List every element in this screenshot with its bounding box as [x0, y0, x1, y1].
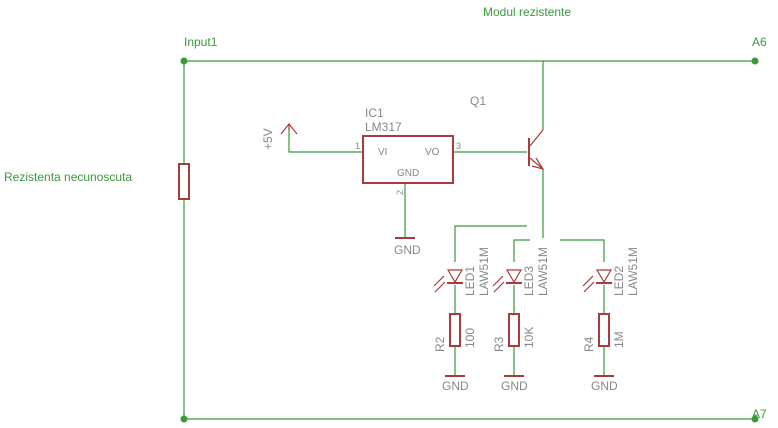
ic1-pin-vo: VO	[425, 147, 440, 158]
junction-left-bottom	[180, 415, 188, 423]
module-title: Modul rezistente	[483, 5, 571, 19]
led2-value: LAW51M	[626, 247, 640, 296]
junction-a6	[751, 57, 759, 65]
r2-name: R2	[433, 336, 447, 352]
ic1-pin1-num: 1	[355, 141, 360, 151]
led2-diode-icon	[595, 269, 613, 284]
ic1-pin3-num: 3	[456, 141, 461, 151]
led1-light-ray-icon	[433, 275, 445, 287]
led2: LED2 LAW51M	[582, 247, 640, 296]
led3-light-ray-icon	[492, 275, 504, 287]
r4-ground-label: GND	[591, 379, 618, 393]
ic1-value: LM317	[365, 120, 402, 134]
led2-wire	[560, 239, 605, 262]
led3-name: LED3	[522, 266, 536, 296]
led1-wire	[454, 225, 527, 262]
q1-transistor: Q1	[470, 94, 545, 170]
q1-emitter-arrow-icon	[531, 157, 545, 170]
junction-a7	[751, 415, 759, 423]
supply-label: +5V	[261, 128, 275, 150]
r3-value: 10K	[522, 327, 536, 348]
ic1-regulator: IC1 LM317 VI VO GND 1 3 2	[355, 106, 461, 195]
r4-value: 1M	[612, 331, 626, 348]
led2-name: LED2	[612, 266, 626, 296]
r3-name: R3	[492, 336, 506, 352]
r3-body	[508, 313, 520, 347]
supply-wire	[288, 128, 363, 153]
resistor-r2: R2 100	[433, 313, 477, 352]
r4-ground-symbol: GND	[591, 375, 618, 393]
r4-body	[598, 313, 610, 347]
led1-name: LED1	[463, 266, 477, 296]
r2-ground-symbol: GND	[442, 375, 469, 393]
junction-input1	[180, 57, 188, 65]
led1: LED1 LAW51M	[433, 247, 491, 296]
r3-ground-label: GND	[501, 379, 528, 393]
input1-label: Input1	[184, 35, 218, 49]
resistor-r3: R3 10K	[492, 313, 536, 352]
r2-value: 100	[463, 328, 477, 348]
led3-diode-icon	[505, 269, 523, 284]
ic1-pin-gnd: GND	[397, 168, 419, 179]
q1-emitter-lead	[529, 157, 544, 170]
ic1-body	[362, 135, 454, 184]
ic1-ground-symbol: GND	[394, 237, 421, 257]
led3-value: LAW51M	[536, 247, 550, 296]
ic1-pin-vi: VI	[378, 147, 387, 158]
r3-ground-symbol: GND	[501, 375, 528, 393]
led3-wire	[513, 239, 530, 262]
r2-ground-label: GND	[442, 379, 469, 393]
led3: LED3 LAW51M	[492, 247, 550, 296]
q1-collector-lead	[529, 129, 544, 147]
wires	[183, 60, 755, 420]
unknown-resistor-label: Rezistenta necunoscuta	[4, 170, 132, 184]
resistor-r4: R4 1M	[582, 313, 626, 352]
ic1-ground-label: GND	[394, 243, 421, 257]
q1-name: Q1	[470, 94, 486, 108]
led1-value: LAW51M	[477, 247, 491, 296]
r4-name: R4	[582, 336, 596, 352]
ic1-name: IC1	[365, 106, 384, 120]
supply-5v-symbol: +5V	[261, 123, 298, 150]
r2-body	[449, 313, 461, 347]
unknown-resistor	[178, 163, 190, 200]
led2-light-ray-icon	[582, 275, 594, 287]
led1-diode-icon	[446, 269, 464, 284]
a6-label: A6	[752, 35, 767, 49]
ic1-pin2-num: 2	[395, 190, 405, 195]
